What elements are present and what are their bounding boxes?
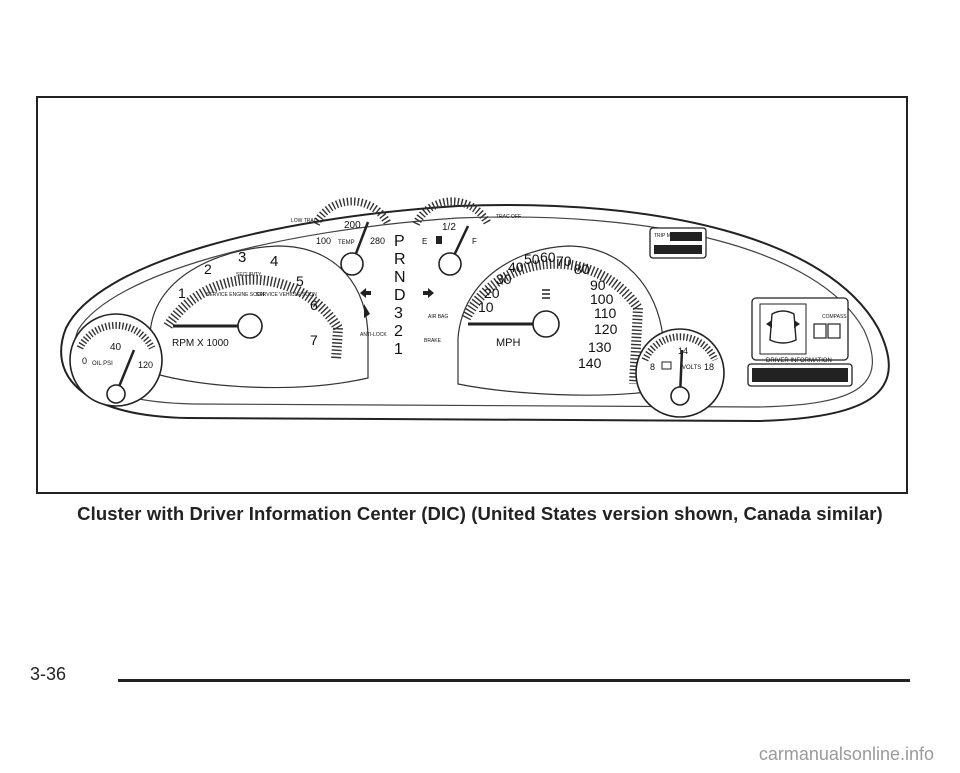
speed-20: 20 [484, 285, 500, 301]
cluster-illustration-frame: 0 40 120 OIL PSI 1 2 3 4 5 6 7 RPM X 100… [36, 96, 908, 494]
footer-rule [118, 679, 910, 682]
mph-label: MPH [496, 337, 521, 349]
speed-100: 100 [590, 291, 614, 307]
tach-number-5: 5 [296, 273, 304, 289]
temp-mid-label: 200 [344, 220, 361, 231]
speed-50: 50 [524, 251, 540, 267]
seatbelt-icon [364, 304, 370, 318]
compass-n-icon [813, 323, 827, 339]
voltmeter-gauge: 8 14 18 VOLTS [635, 328, 725, 418]
oil-low-label: 0 [82, 356, 87, 366]
speed-30: 30 [496, 271, 512, 287]
volt-high-label: 18 [704, 362, 714, 372]
speed-40: 40 [508, 259, 524, 275]
battery-icon [661, 361, 672, 370]
tach-number-2: 2 [204, 261, 212, 277]
tach-number-7: 7 [310, 332, 318, 348]
low-trac-telltale: LOW TRAC [291, 218, 318, 224]
oil-psi-label: OIL PSI [92, 361, 113, 367]
brake-telltale: BRAKE [424, 338, 442, 344]
odometer-display: TRIP MPH [649, 227, 707, 259]
headlamp-beam-icon [542, 289, 550, 299]
driver-information-center: COMPASS DRIVER INFORMATION [747, 297, 853, 387]
right-turn-signal-icon [423, 288, 434, 298]
tach-number-4: 4 [270, 253, 278, 270]
dic-message-display [752, 368, 848, 382]
volt-mid-label: 14 [678, 346, 688, 356]
service-vehicle-soon-telltale: SERVICE VEHICLE SOON [256, 292, 317, 298]
speed-90: 90 [590, 277, 606, 293]
page-number: 3-36 [30, 664, 67, 684]
speed-110: 110 [594, 305, 617, 321]
instrument-cluster-drawing: 0 40 120 OIL PSI 1 2 3 4 5 6 7 RPM X 100… [60, 197, 890, 423]
volt-label: VOLTS [682, 365, 701, 371]
anti-lock-telltale: ANTI-LOCK [360, 332, 387, 338]
oil-pressure-gauge: 0 40 120 OIL PSI [69, 313, 163, 407]
gear-2: 2 [394, 323, 403, 340]
speed-60: 60 [540, 249, 556, 265]
tach-rpm-label: RPM X 1000 [172, 338, 229, 349]
trac-off-telltale: TRAC OFF [496, 214, 521, 220]
speed-140: 140 [578, 355, 602, 371]
speed-130: 130 [588, 339, 612, 355]
fuel-half-label: 1/2 [442, 222, 456, 233]
gear-1: 1 [394, 341, 403, 358]
service-engine-soon-telltale: SERVICE ENGINE SOON [206, 292, 265, 298]
gear-n: N [394, 269, 406, 286]
speed-120: 120 [594, 321, 618, 337]
prndl-indicator: P R N D 3 2 1 ANTI-LOCK BRAKE AIR BAG [360, 233, 448, 358]
speed-70: 70 [556, 253, 572, 269]
security-telltale: SECURITY [236, 272, 262, 278]
fuel-full-label: F [472, 237, 477, 246]
figure-caption: Cluster with Driver Information Center (… [77, 503, 883, 524]
fuel-empty-label: E [422, 237, 427, 246]
coolant-temperature-gauge: 100 200 280 TEMP LOW TRAC [291, 197, 392, 276]
air-bag-telltale: AIR BAG [428, 314, 448, 320]
temp-high-label: 280 [370, 236, 385, 246]
trip-label: TRIP MPH [654, 233, 678, 239]
oil-mid-label: 40 [110, 342, 122, 353]
gear-d: D [394, 287, 406, 304]
fuel-pump-icon [436, 236, 442, 244]
tach-number-3: 3 [238, 249, 246, 266]
compass-label: COMPASS [822, 314, 847, 320]
temp-low-label: 100 [316, 236, 331, 246]
watermark: carmanualsonline.info [758, 744, 934, 764]
tach-number-6: 6 [310, 297, 318, 313]
speed-80: 80 [574, 261, 590, 277]
tachometer: 1 2 3 4 5 6 7 RPM X 1000 SECURITY SERVIC… [163, 249, 343, 361]
car-doors-icon [769, 310, 797, 344]
fuel-gauge: E 1/2 F TRAC OFF [412, 197, 521, 276]
tach-number-1: 1 [178, 285, 186, 301]
left-turn-signal-icon [360, 288, 371, 298]
driver-information-label: DRIVER INFORMATION [766, 358, 832, 364]
gear-3: 3 [394, 305, 403, 322]
temp-label: TEMP [338, 240, 355, 246]
speed-10: 10 [478, 299, 494, 315]
volt-low-label: 8 [650, 362, 655, 372]
oil-high-label: 120 [138, 360, 153, 370]
gear-r: R [394, 251, 406, 268]
speedometer: 10 20 30 40 50 60 70 80 90 100 110 120 1… [461, 249, 643, 385]
gear-p: P [394, 233, 405, 250]
